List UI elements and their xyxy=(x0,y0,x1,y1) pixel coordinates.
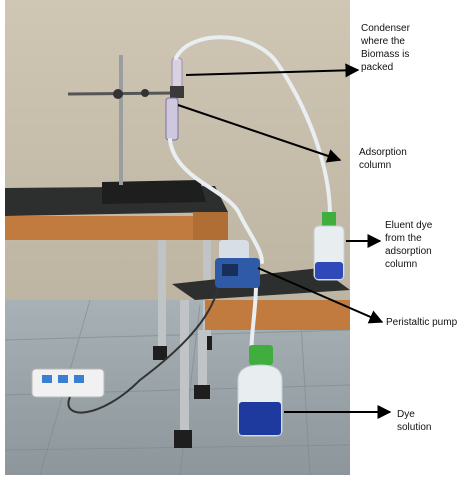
condenser-label: Condenser where the Biomass is packed xyxy=(361,23,410,73)
eluent-bottle xyxy=(313,212,345,281)
wall-background xyxy=(5,0,350,305)
peristaltic-pump xyxy=(215,240,260,288)
adsorption-column-label: Adsorption column xyxy=(359,147,407,171)
adsorption-column xyxy=(165,97,179,141)
power-strip xyxy=(31,287,219,414)
condenser-column xyxy=(170,57,184,98)
dye-bottle xyxy=(237,345,283,437)
peristaltic-pump-label: Peristaltic pump xyxy=(386,317,458,328)
arrow-condenser xyxy=(185,63,360,78)
dye-solution-label: Dye solution xyxy=(397,409,432,433)
annotation-arrows xyxy=(177,63,392,419)
eluent-dye-label: Eluent dye from the adsorption column xyxy=(385,220,433,270)
arrow-pump xyxy=(257,267,384,324)
retort-stand xyxy=(67,55,206,204)
arrow-adsorption xyxy=(177,104,342,163)
